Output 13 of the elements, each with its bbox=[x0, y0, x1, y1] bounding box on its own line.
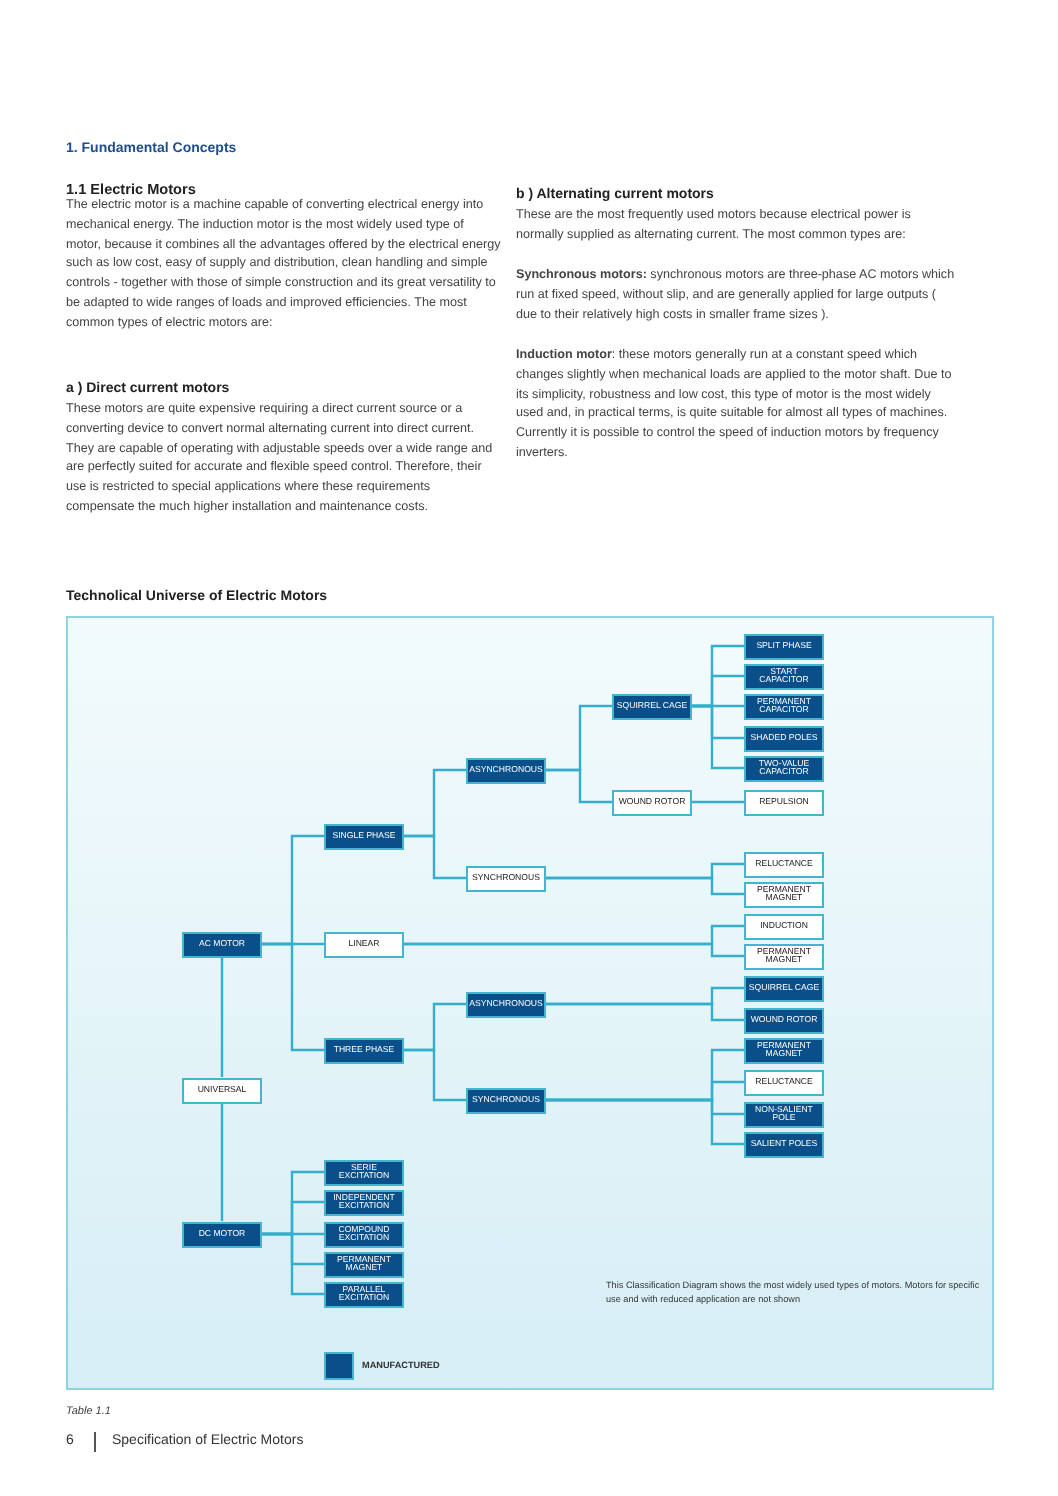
connector-line bbox=[692, 800, 744, 804]
connector-line bbox=[404, 834, 466, 880]
connector-line bbox=[546, 1002, 744, 1022]
connector-line bbox=[220, 1103, 224, 1221]
connector-line bbox=[220, 957, 224, 1077]
connector-line bbox=[404, 1048, 466, 1102]
connector-line bbox=[262, 942, 324, 1052]
connector-line bbox=[546, 1098, 744, 1146]
connector-line bbox=[546, 876, 744, 896]
connector-line bbox=[692, 704, 744, 770]
connector-line bbox=[404, 942, 744, 958]
connector-line bbox=[546, 768, 612, 804]
connector-line bbox=[262, 1232, 324, 1296]
